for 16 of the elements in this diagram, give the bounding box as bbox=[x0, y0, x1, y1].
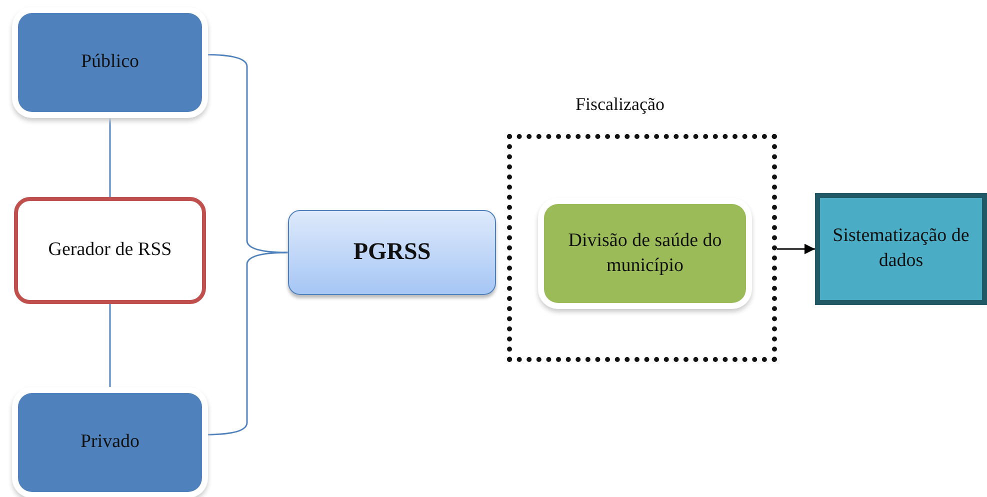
node-label: Privado bbox=[79, 430, 141, 454]
arrow bbox=[777, 244, 815, 254]
node-label: Sistematização de dados bbox=[832, 224, 970, 273]
process-box bbox=[288, 210, 496, 295]
process-box bbox=[18, 13, 202, 112]
process-box bbox=[815, 193, 987, 305]
node-label: Divisão de saúde do município bbox=[567, 228, 723, 278]
node-label: Público bbox=[80, 50, 140, 74]
process-box bbox=[544, 204, 746, 303]
connector-line bbox=[205, 252, 288, 436]
process-box bbox=[18, 393, 202, 492]
process-box bbox=[14, 197, 206, 304]
group-heading: Fiscalização bbox=[574, 93, 666, 116]
node-label: PGRSS bbox=[352, 238, 432, 267]
node-label: Gerador de RSS bbox=[47, 238, 173, 262]
connector-line bbox=[205, 54, 288, 254]
